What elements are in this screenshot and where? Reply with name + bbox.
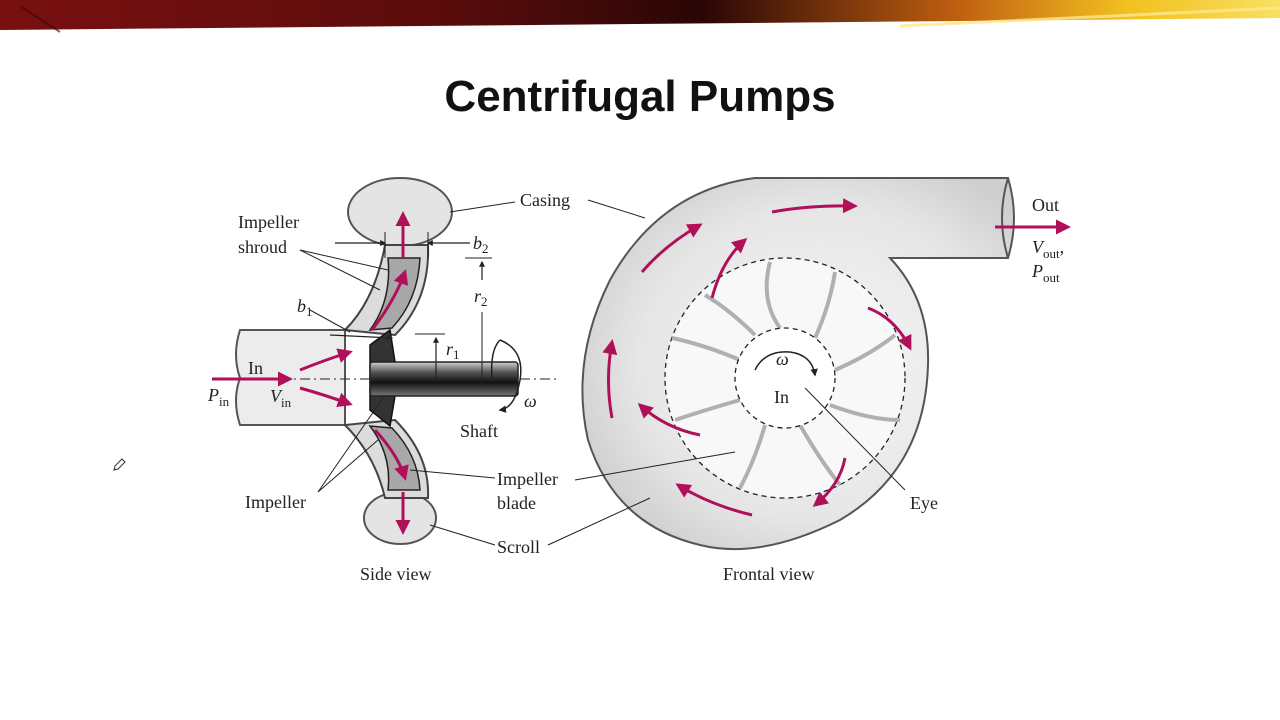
label-v-out: Vout, [1032,237,1064,261]
flow-arrow-lower-in [299,386,353,407]
label-r2: r2 [474,286,488,309]
label-p-in: Pin [207,385,230,409]
label-casing: Casing [520,190,570,210]
label-impeller-shroud-1: Impeller [238,212,299,232]
label-shaft: Shaft [460,421,498,441]
label-in-front: In [774,387,789,407]
side-view-drawing [212,177,560,546]
label-p-out: Pout [1031,261,1060,285]
flow-arrow-upper-in [299,348,353,372]
casing-top-bulb [347,177,453,247]
label-b1: b1 [297,296,313,319]
frontal-view-drawing [547,177,1071,551]
flow-arrow-upper-channel [370,269,409,331]
impeller-eye [734,327,836,429]
label-omega-side: ω [524,391,537,411]
impeller-rotation-arrow [754,351,818,377]
label-impeller-blade-1: Impeller [497,469,558,489]
page-title: Centrifugal Pumps [444,72,836,121]
label-b2: b2 [473,233,489,256]
header-banner [0,0,1280,36]
label-side-view: Side view [360,564,432,584]
label-scroll: Scroll [497,537,540,557]
label-in-side: In [248,358,263,378]
label-v-in: Vin [270,386,292,410]
pen-cursor-icon [113,458,126,471]
label-impeller: Impeller [245,492,306,512]
label-impeller-blade-2: blade [497,493,536,513]
flow-arrow-lower-channel [373,428,409,481]
label-r1: r1 [446,339,460,362]
shaft-rotation-arrow [498,339,522,413]
label-eye: Eye [910,493,938,513]
casing-bottom-bulb [363,491,437,545]
label-impeller-shroud-2: shroud [238,237,287,257]
banner-graphic [0,0,1280,36]
label-frontal-view: Frontal view [723,564,815,584]
label-out: Out [1032,195,1059,215]
impeller-blades [671,261,901,489]
label-omega-front: ω [776,349,789,369]
